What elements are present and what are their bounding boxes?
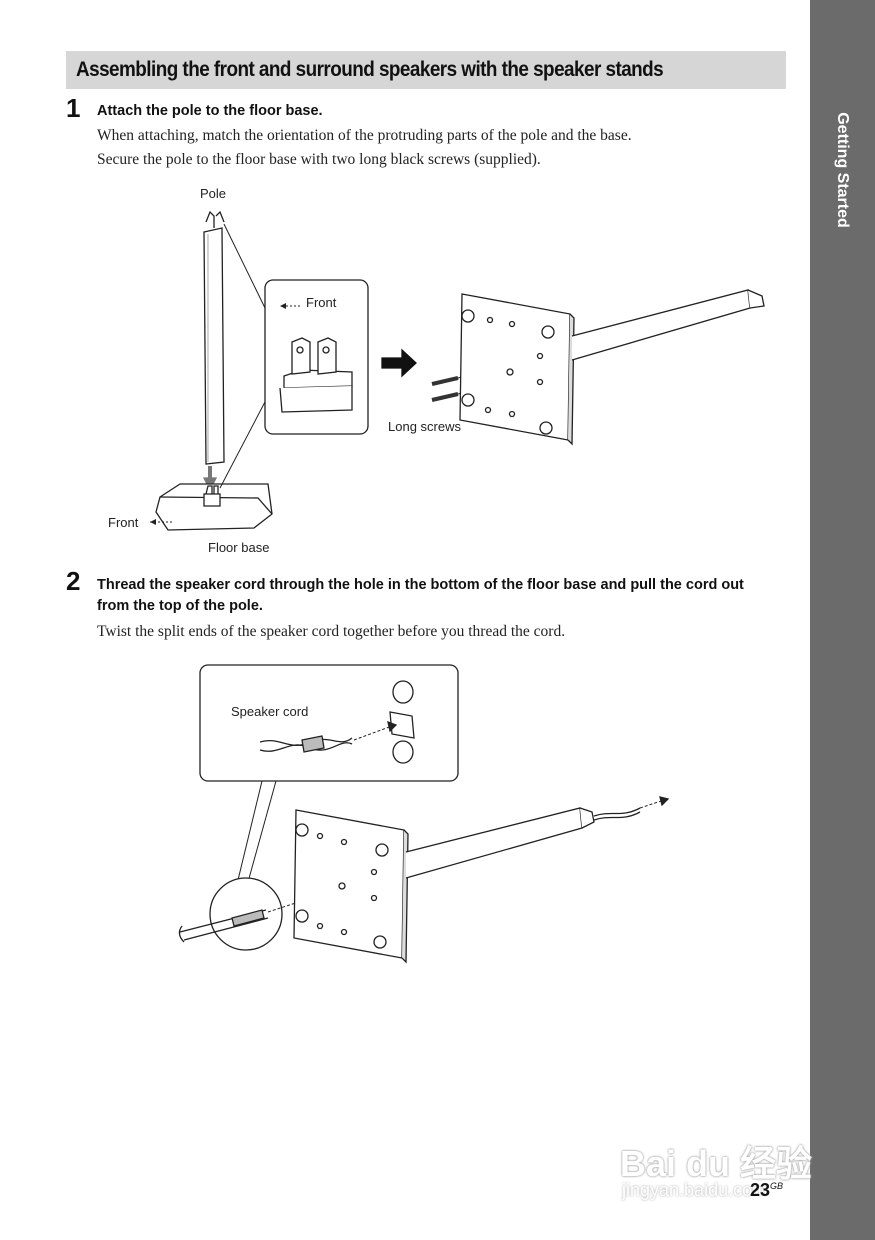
inset-zoom-line-left (247, 780, 277, 883)
magnified-cord-2 (183, 917, 269, 941)
base-plate-screw-hole-4 (536, 378, 544, 386)
floor-base-shape (155, 483, 273, 531)
hole-upper (392, 680, 414, 704)
lying-pole-2-end (579, 807, 595, 829)
right-arrow (381, 348, 417, 378)
front-pointer-head (150, 519, 156, 525)
cord-exit (593, 807, 641, 817)
pole-label: Pole (200, 186, 227, 201)
screw-1 (431, 376, 459, 386)
step-1-heading: Attach the pole to the floor base. (97, 103, 323, 119)
base-plate-foot-tr (541, 325, 555, 339)
floor-base-hub (203, 493, 221, 507)
page-number-suffix: GB (770, 1181, 784, 1191)
magnified-cord-sleeve (231, 909, 265, 927)
watermark-url: jingyan.baidu.com (622, 1180, 768, 1200)
base-plate-2-screw-hole-6 (340, 928, 348, 936)
step-2-heading: Thread the speaker cord through the hole… (97, 577, 744, 614)
inset-front-pointer-head (280, 303, 286, 309)
base-plate-2-foot-bl (295, 909, 309, 923)
base-plate-screw-hole-3 (536, 352, 544, 360)
inset-tab-right (317, 337, 337, 375)
base-plate-2-screw-hole-1 (316, 832, 324, 840)
step-1-body: When attaching, match the orientation of… (97, 124, 787, 172)
zoom-line-lower (219, 399, 267, 489)
step-2-body: Twist the split ends of the speaker cord… (97, 620, 787, 644)
base-plate-foot-bl (461, 393, 475, 407)
inset-pole-body (279, 386, 353, 413)
step-2-body-line-1: Twist the split ends of the speaker cord… (97, 623, 566, 640)
floor-base-prongs (205, 485, 219, 495)
magnified-cord-path (267, 887, 343, 913)
section-title: Assembling the front and surround speake… (76, 58, 664, 81)
front-label: Front (108, 515, 139, 530)
base-plate-screw-hole-2 (508, 320, 516, 328)
pole-top-tabs (205, 210, 225, 228)
base-plate-2 (293, 809, 405, 959)
step-1-body-line-1: When attaching, match the orientation of… (97, 127, 632, 144)
cord-exit-2 (593, 811, 641, 821)
base-plate-2-screw-hole-4 (370, 894, 378, 902)
lying-pole-end (747, 289, 765, 309)
floor-base-label: Floor base (208, 540, 270, 555)
base-plate-2-screw-hole-3 (370, 868, 378, 876)
inset-tab-left (291, 337, 311, 375)
base-plate-2-foot-br (373, 935, 387, 949)
pole-shape (203, 227, 225, 465)
lying-pole-2 (405, 807, 583, 879)
screw-2 (431, 392, 459, 402)
cord-sleeve (301, 735, 325, 753)
zoom-line-upper (223, 223, 267, 311)
watermark-logo: Bai du 经验 (620, 1143, 813, 1184)
base-plate-2-screw-hole-5 (316, 922, 324, 930)
base-plate-center-hole (506, 368, 514, 376)
speaker-cord-label: Speaker cord (231, 704, 309, 719)
base-plate-2-foot-tr (375, 843, 389, 857)
step-2-number: 2 (66, 566, 81, 596)
cord-thread-head (387, 720, 398, 733)
cord-exit-arrow (639, 799, 665, 809)
step-1-body-line-2: Secure the pole to the floor base with t… (97, 151, 541, 168)
base-plate-screw-hole-6 (508, 410, 516, 418)
inset-zoom-line-right (237, 780, 263, 881)
step-1-number: 1 (66, 93, 81, 123)
page-number-value: 23 (750, 1180, 771, 1200)
inset-front-label: Front (306, 295, 337, 310)
cord-end-wave (178, 925, 185, 943)
base-plate-screw-hole-1 (486, 316, 494, 324)
section-title-bar: Assembling the front and surround speake… (66, 51, 786, 89)
page-number: 23GB (750, 1180, 783, 1201)
floor-base-top (159, 496, 273, 515)
inset-tab-hole-left (296, 346, 304, 354)
cord-inset-box (199, 664, 459, 782)
side-tab (810, 0, 875, 1240)
hole-lower (392, 740, 414, 764)
cord-thread-path (353, 725, 393, 741)
base-plate-2-center-hole (338, 882, 346, 890)
base-plate-2-screw-hole-2 (340, 838, 348, 846)
base-plate-2-foot-tl (295, 823, 309, 837)
base-plate-screw-hole-5 (484, 406, 492, 414)
cord-exit-arrow-head (659, 796, 670, 807)
base-plate-foot-br (539, 421, 553, 435)
long-screws-label: Long screws (388, 419, 461, 434)
base-plate-foot-tl (461, 309, 475, 323)
inset-tab-hole-right (322, 346, 330, 354)
